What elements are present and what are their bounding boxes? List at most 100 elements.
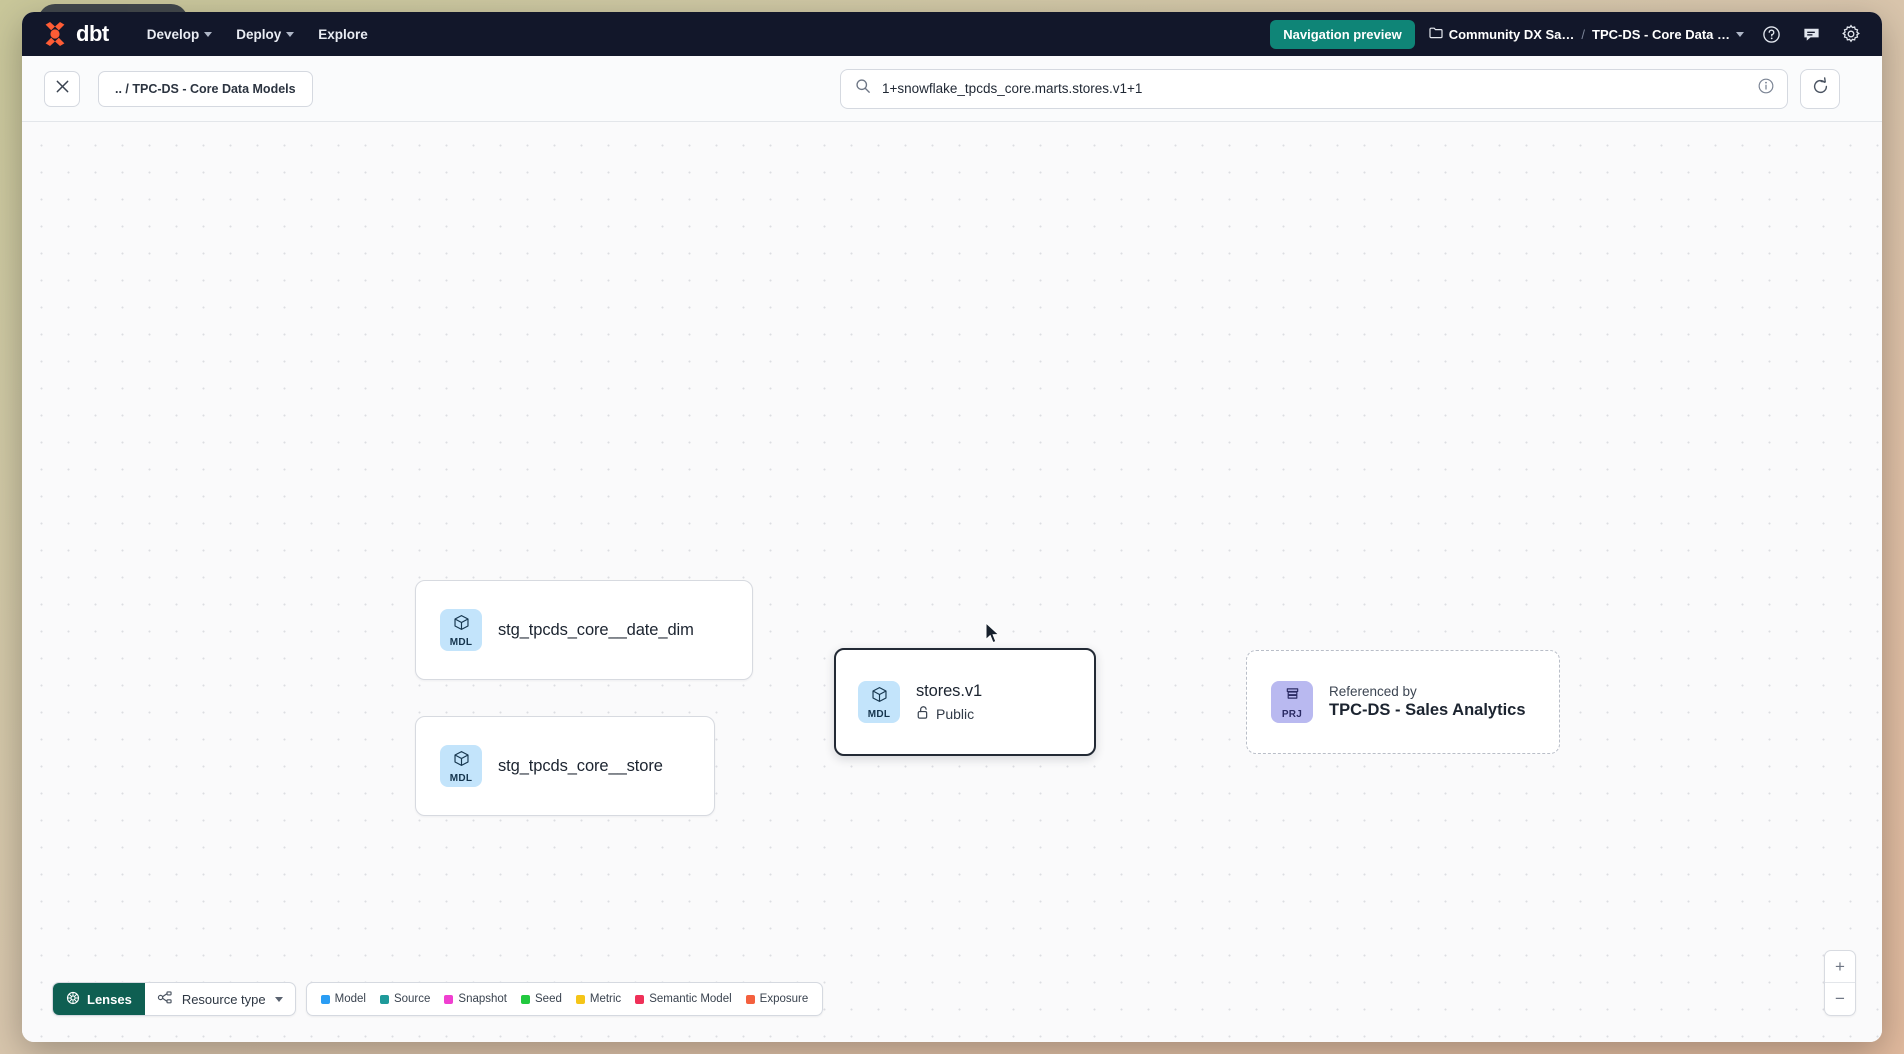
legend-item-metric: Metric	[575, 993, 622, 1005]
brand-wordmark: dbt	[76, 21, 109, 46]
model-badge: MDL	[440, 745, 482, 787]
nodes-graph-icon	[157, 990, 173, 1008]
nav-item-develop[interactable]: Develop	[135, 21, 225, 48]
node-access: Public	[916, 705, 982, 723]
breadcrumb-account[interactable]: Community DX Sa…	[1429, 26, 1575, 42]
unlock-icon	[916, 705, 930, 723]
node-title: TPC-DS - Sales Analytics	[1329, 701, 1526, 719]
graph-node-stg-date-dim[interactable]: MDL stg_tpcds_core__date_dim	[415, 580, 753, 680]
legend-item-exposure: Exposure	[745, 993, 809, 1005]
mouse-cursor	[985, 621, 1002, 651]
badge-label: MDL	[449, 772, 473, 784]
node-text: stg_tpcds_core__store	[498, 757, 663, 776]
legend-item-seed: Seed	[521, 993, 562, 1005]
dbt-logo[interactable]: dbt	[42, 21, 109, 47]
resource-type-legend: Model Source Snapshot Seed	[305, 982, 824, 1016]
legend-swatch	[635, 994, 645, 1004]
legend-label: Source	[393, 993, 431, 1005]
nav-item-deploy[interactable]: Deploy	[224, 21, 306, 48]
nav-deploy-label: Deploy	[236, 26, 282, 42]
stacked-layers-icon	[1283, 685, 1302, 709]
legend-swatch	[745, 994, 755, 1004]
node-access-label: Public	[936, 705, 975, 722]
chevron-down-icon	[204, 31, 213, 37]
browser-window: dbt Develop Deploy Explore Navigation pr…	[22, 12, 1882, 1042]
search-icon	[855, 78, 871, 99]
legend-label: Model	[334, 993, 366, 1005]
cube-icon	[452, 749, 471, 773]
cube-icon	[452, 613, 471, 637]
node-text: Referenced by TPC-DS - Sales Analytics	[1329, 684, 1526, 720]
lenses-label: Lenses	[87, 991, 132, 1007]
chevron-down-icon	[274, 996, 283, 1002]
breadcrumb-project[interactable]: TPC-DS - Core Data …	[1592, 27, 1744, 42]
refresh-lineage-button[interactable]	[1800, 68, 1840, 109]
folder-icon	[1429, 26, 1443, 42]
legend-item-source: Source	[379, 993, 431, 1005]
legend-label: Snapshot	[458, 993, 508, 1005]
chevron-down-icon	[286, 31, 295, 37]
close-x-icon	[55, 79, 70, 99]
zoom-controls: + −	[1824, 950, 1856, 1016]
zoom-in-button[interactable]: +	[1825, 951, 1855, 983]
legend-swatch	[521, 994, 531, 1004]
resource-type-label: Resource type	[181, 991, 266, 1007]
lens-control-group: Lenses	[52, 982, 296, 1016]
legend-swatch	[379, 994, 389, 1004]
chevron-down-icon	[1736, 31, 1744, 37]
breadcrumb-separator: /	[1581, 26, 1586, 42]
project-breadcrumb-chip[interactable]: .. / TPC-DS - Core Data Models	[98, 70, 313, 107]
project-badge: PRJ	[1271, 681, 1313, 723]
legend-item-snapshot: Snapshot	[444, 993, 507, 1005]
nav-explore-label: Explore	[318, 26, 368, 42]
graph-node-stores-v1[interactable]: MDL stores.v1 Public	[834, 648, 1096, 756]
node-text: stores.v1 Public	[916, 682, 982, 723]
badge-label: MDL	[449, 636, 473, 648]
legend-label: Seed	[535, 993, 562, 1005]
legend-swatch	[444, 994, 454, 1004]
node-kicker: Referenced by	[1329, 684, 1417, 699]
graph-node-stg-store[interactable]: MDL stg_tpcds_core__store	[415, 716, 715, 816]
legend-label: Exposure	[759, 993, 809, 1005]
resource-type-filter[interactable]: Resource type	[145, 983, 295, 1015]
badge-label: PRJ	[1281, 708, 1303, 720]
lineage-edges	[22, 122, 322, 272]
breadcrumb-account-label: Community DX Sa…	[1448, 26, 1575, 42]
node-title: stg_tpcds_core__store	[498, 756, 663, 775]
lineage-graph-canvas[interactable]: MDL stg_tpcds_core__date_dim MDL	[22, 122, 1882, 1042]
info-circle-icon[interactable]	[1757, 77, 1775, 100]
settings-gear-icon[interactable]	[1838, 21, 1864, 47]
feedback-chat-icon[interactable]	[1798, 21, 1824, 47]
badge-label: MDL	[867, 708, 891, 720]
node-title: stores.v1	[916, 681, 983, 700]
legend-swatch	[320, 994, 330, 1004]
nav-item-explore[interactable]: Explore	[306, 21, 380, 48]
model-badge: MDL	[440, 609, 482, 651]
model-badge: MDL	[858, 681, 900, 723]
close-lineage-button[interactable]	[44, 70, 80, 107]
legend-item-semantic-model: Semantic Model	[635, 993, 732, 1005]
lineage-search-box[interactable]	[840, 68, 1788, 109]
nav-develop-label: Develop	[146, 26, 200, 42]
legend-label: Metric	[589, 993, 622, 1005]
lens-globe-icon	[66, 991, 80, 1008]
top-navigation-bar: dbt Develop Deploy Explore Navigation pr…	[22, 12, 1882, 56]
help-circle-icon[interactable]	[1758, 21, 1784, 47]
navigation-preview-badge[interactable]: Navigation preview	[1270, 19, 1415, 49]
nav-right-cluster: Navigation preview Community DX Sa… / TP…	[1270, 19, 1864, 49]
refresh-icon	[1811, 76, 1830, 101]
graph-node-referenced-by-project[interactable]: PRJ Referenced by TPC-DS - Sales Analyti…	[1246, 650, 1560, 754]
node-title: stg_tpcds_core__date_dim	[498, 620, 694, 639]
cube-icon	[870, 685, 889, 709]
breadcrumb-project-label: TPC-DS - Core Data …	[1592, 26, 1730, 42]
dbt-x-logo-icon	[42, 21, 68, 47]
node-text: stg_tpcds_core__date_dim	[498, 621, 694, 640]
zoom-out-button[interactable]: −	[1835, 989, 1845, 1008]
lenses-button[interactable]: Lenses	[53, 983, 145, 1015]
legend-swatch	[575, 994, 585, 1004]
search-cluster	[840, 68, 1840, 109]
graph-bottom-controls: Lenses	[52, 982, 824, 1016]
search-input[interactable]	[882, 81, 1746, 96]
legend-label: Semantic Model	[649, 993, 732, 1005]
